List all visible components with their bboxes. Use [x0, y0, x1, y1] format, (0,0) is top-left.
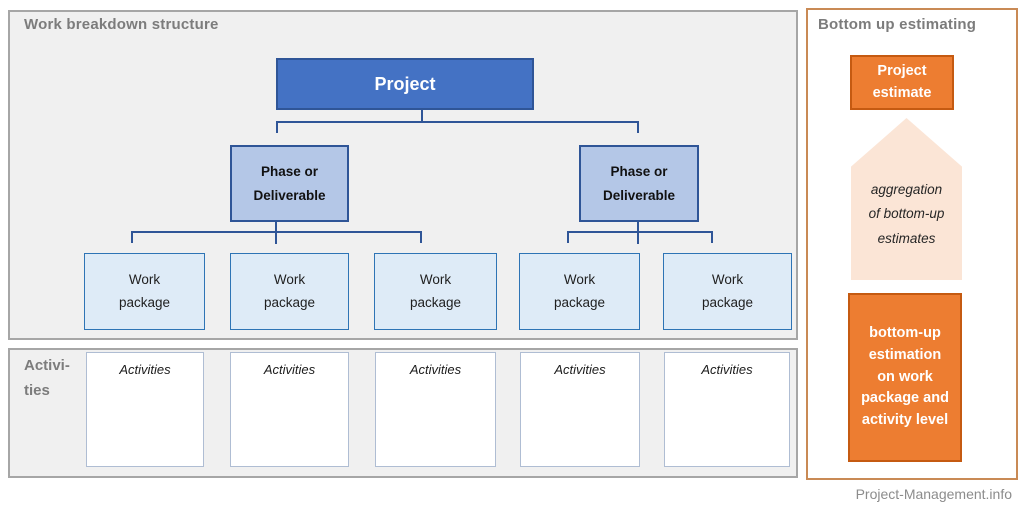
- activities-box-1-label: Activities: [119, 362, 171, 377]
- connector-level1-horizontal: [276, 121, 639, 123]
- phase-node-1-label-line2: Deliverable: [253, 187, 326, 203]
- activities-side-label-line1: Activi-: [24, 357, 70, 374]
- activities-box-3: Activities: [375, 352, 496, 467]
- work-package-4-label-line2: package: [553, 294, 606, 310]
- project-estimate-label-line1: Project: [877, 62, 927, 79]
- activities-box-3-label: Activities: [409, 362, 462, 377]
- work-package-node-2: Work package: [230, 253, 349, 330]
- connector-phase2-drop-right: [711, 231, 713, 243]
- bottom-up-estimation-line2: estimation: [868, 346, 942, 363]
- phase-node-2-label-line2: Deliverable: [602, 187, 676, 203]
- bottom-up-estimation-line5: activity level: [861, 412, 949, 429]
- bottom-up-estimation-box: bottom-up estimation on work package and…: [848, 293, 962, 462]
- activities-box-4-label: Activities: [554, 362, 606, 377]
- connector-phase1-drop-left: [131, 231, 133, 243]
- connector-phase2-stub: [637, 222, 639, 244]
- activities-box-2-label: Activities: [263, 362, 316, 377]
- project-node-label: Project: [374, 73, 436, 94]
- connector-level1-drop-right: [637, 121, 639, 133]
- site-credit: Project-Management.info: [855, 486, 1012, 502]
- aggregation-label-line2: of bottom-up: [868, 206, 945, 222]
- phase-node-2: Phase or Deliverable: [579, 145, 699, 222]
- phase-node-1-label-line1: Phase or: [260, 163, 319, 179]
- work-package-node-3: Work package: [374, 253, 497, 330]
- connector-phase1-stub: [275, 222, 277, 244]
- project-estimate-label-line2: estimate: [872, 84, 932, 101]
- work-package-node-4: Work package: [519, 253, 640, 330]
- phase-node-2-label-line1: Phase or: [610, 163, 668, 179]
- activities-side-label: Activi- ties: [24, 354, 70, 404]
- activities-box-5-label: Activities: [701, 362, 753, 377]
- activities-box-4: Activities: [520, 352, 640, 467]
- activities-box-5: Activities: [664, 352, 790, 467]
- estimating-panel-title: Bottom up estimating: [818, 16, 977, 33]
- work-package-2-label-line2: package: [263, 294, 316, 310]
- work-package-5-label-line2: package: [701, 294, 754, 310]
- project-estimate-box: Project estimate: [850, 55, 954, 110]
- bottom-up-estimation-line1: bottom-up: [869, 325, 941, 342]
- work-package-2-label-line1: Work: [273, 271, 306, 287]
- work-package-3-label-line2: package: [409, 294, 462, 310]
- activities-box-1: Activities: [86, 352, 204, 467]
- work-package-1-label-line2: package: [118, 294, 171, 310]
- work-package-4-label-line1: Work: [563, 271, 596, 287]
- activities-side-label-line2: ties: [24, 381, 50, 399]
- project-node: Project: [276, 58, 534, 110]
- aggregation-label-line1: aggregation: [870, 182, 943, 197]
- connector-level1-drop-left: [276, 121, 278, 133]
- wbs-panel-title: Work breakdown structure: [24, 16, 219, 33]
- activities-box-2: Activities: [230, 352, 349, 467]
- work-package-node-5: Work package: [663, 253, 792, 330]
- connector-phase2-horizontal: [567, 231, 713, 233]
- phase-node-1: Phase or Deliverable: [230, 145, 349, 222]
- connector-phase1-drop-right: [420, 231, 422, 243]
- work-package-1-label-line1: Work: [128, 271, 161, 287]
- bottom-up-estimation-line4: package and: [861, 390, 949, 407]
- connector-project-stub: [421, 110, 423, 122]
- work-package-node-1: Work package: [84, 253, 205, 330]
- bottom-up-estimation-line3: on work: [877, 368, 933, 385]
- work-package-3-label-line1: Work: [419, 271, 452, 287]
- connector-phase1-horizontal: [131, 231, 422, 233]
- work-package-5-label-line1: Work: [711, 271, 744, 287]
- connector-phase2-drop-left: [567, 231, 569, 243]
- aggregation-label-line3: estimates: [877, 230, 936, 246]
